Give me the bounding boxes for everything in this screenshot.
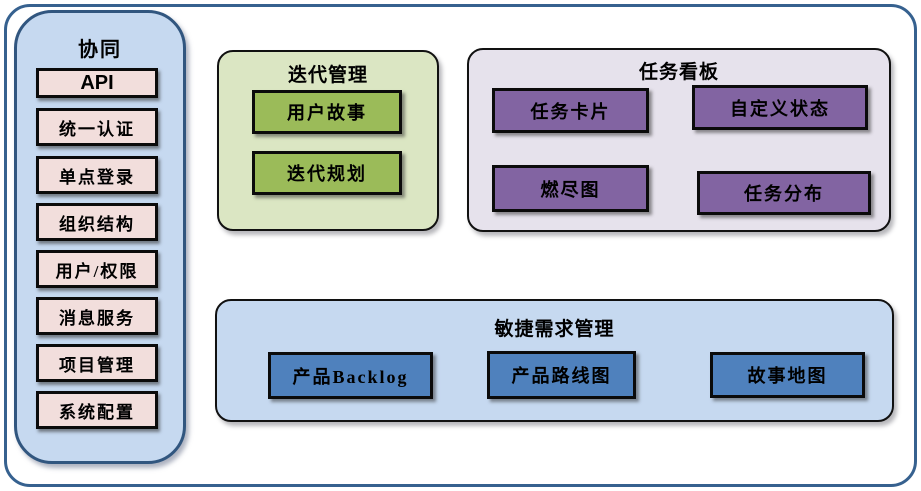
item-task-card: 任务卡片 [492, 88, 649, 133]
item-iteration-planning: 迭代规划 [252, 151, 402, 195]
item-product-roadmap: 产品路线图 [487, 351, 636, 399]
sidebar-item-org-structure: 组织结构 [36, 203, 158, 241]
group-iteration-management: 迭代管理 用户故事 迭代规划 [217, 50, 439, 231]
group-kanban-title: 任务看板 [638, 62, 719, 83]
sidebar-collaboration: 协同 API 统一认证 单点登录 组织结构 用户/权限 消息服务 项目管理 系统… [14, 10, 186, 464]
sidebar-item-message-service: 消息服务 [36, 297, 158, 335]
group-task-kanban: 任务看板 任务卡片 自定义状态 燃尽图 任务分布 [467, 48, 891, 232]
item-burndown-chart: 燃尽图 [492, 165, 649, 212]
item-user-story: 用户故事 [252, 90, 402, 134]
group-iteration-title: 迭代管理 [287, 65, 368, 86]
sidebar-item-user-permission: 用户/权限 [36, 250, 158, 288]
sidebar-title: 协同 [78, 39, 122, 61]
sidebar-item-unified-auth: 统一认证 [36, 108, 158, 146]
sidebar-item-sso: 单点登录 [36, 156, 158, 194]
item-task-distribution: 任务分布 [697, 171, 871, 215]
item-story-map: 故事地图 [710, 352, 865, 398]
sidebar-item-project-mgmt: 项目管理 [36, 344, 158, 382]
group-agile-title: 敏捷需求管理 [494, 319, 615, 340]
item-custom-status: 自定义状态 [692, 85, 868, 130]
sidebar-item-api: API [36, 68, 158, 98]
group-agile-requirements: 敏捷需求管理 产品Backlog 产品路线图 故事地图 [215, 299, 894, 422]
item-product-backlog: 产品Backlog [268, 352, 433, 399]
sidebar-item-system-config: 系统配置 [36, 391, 158, 429]
